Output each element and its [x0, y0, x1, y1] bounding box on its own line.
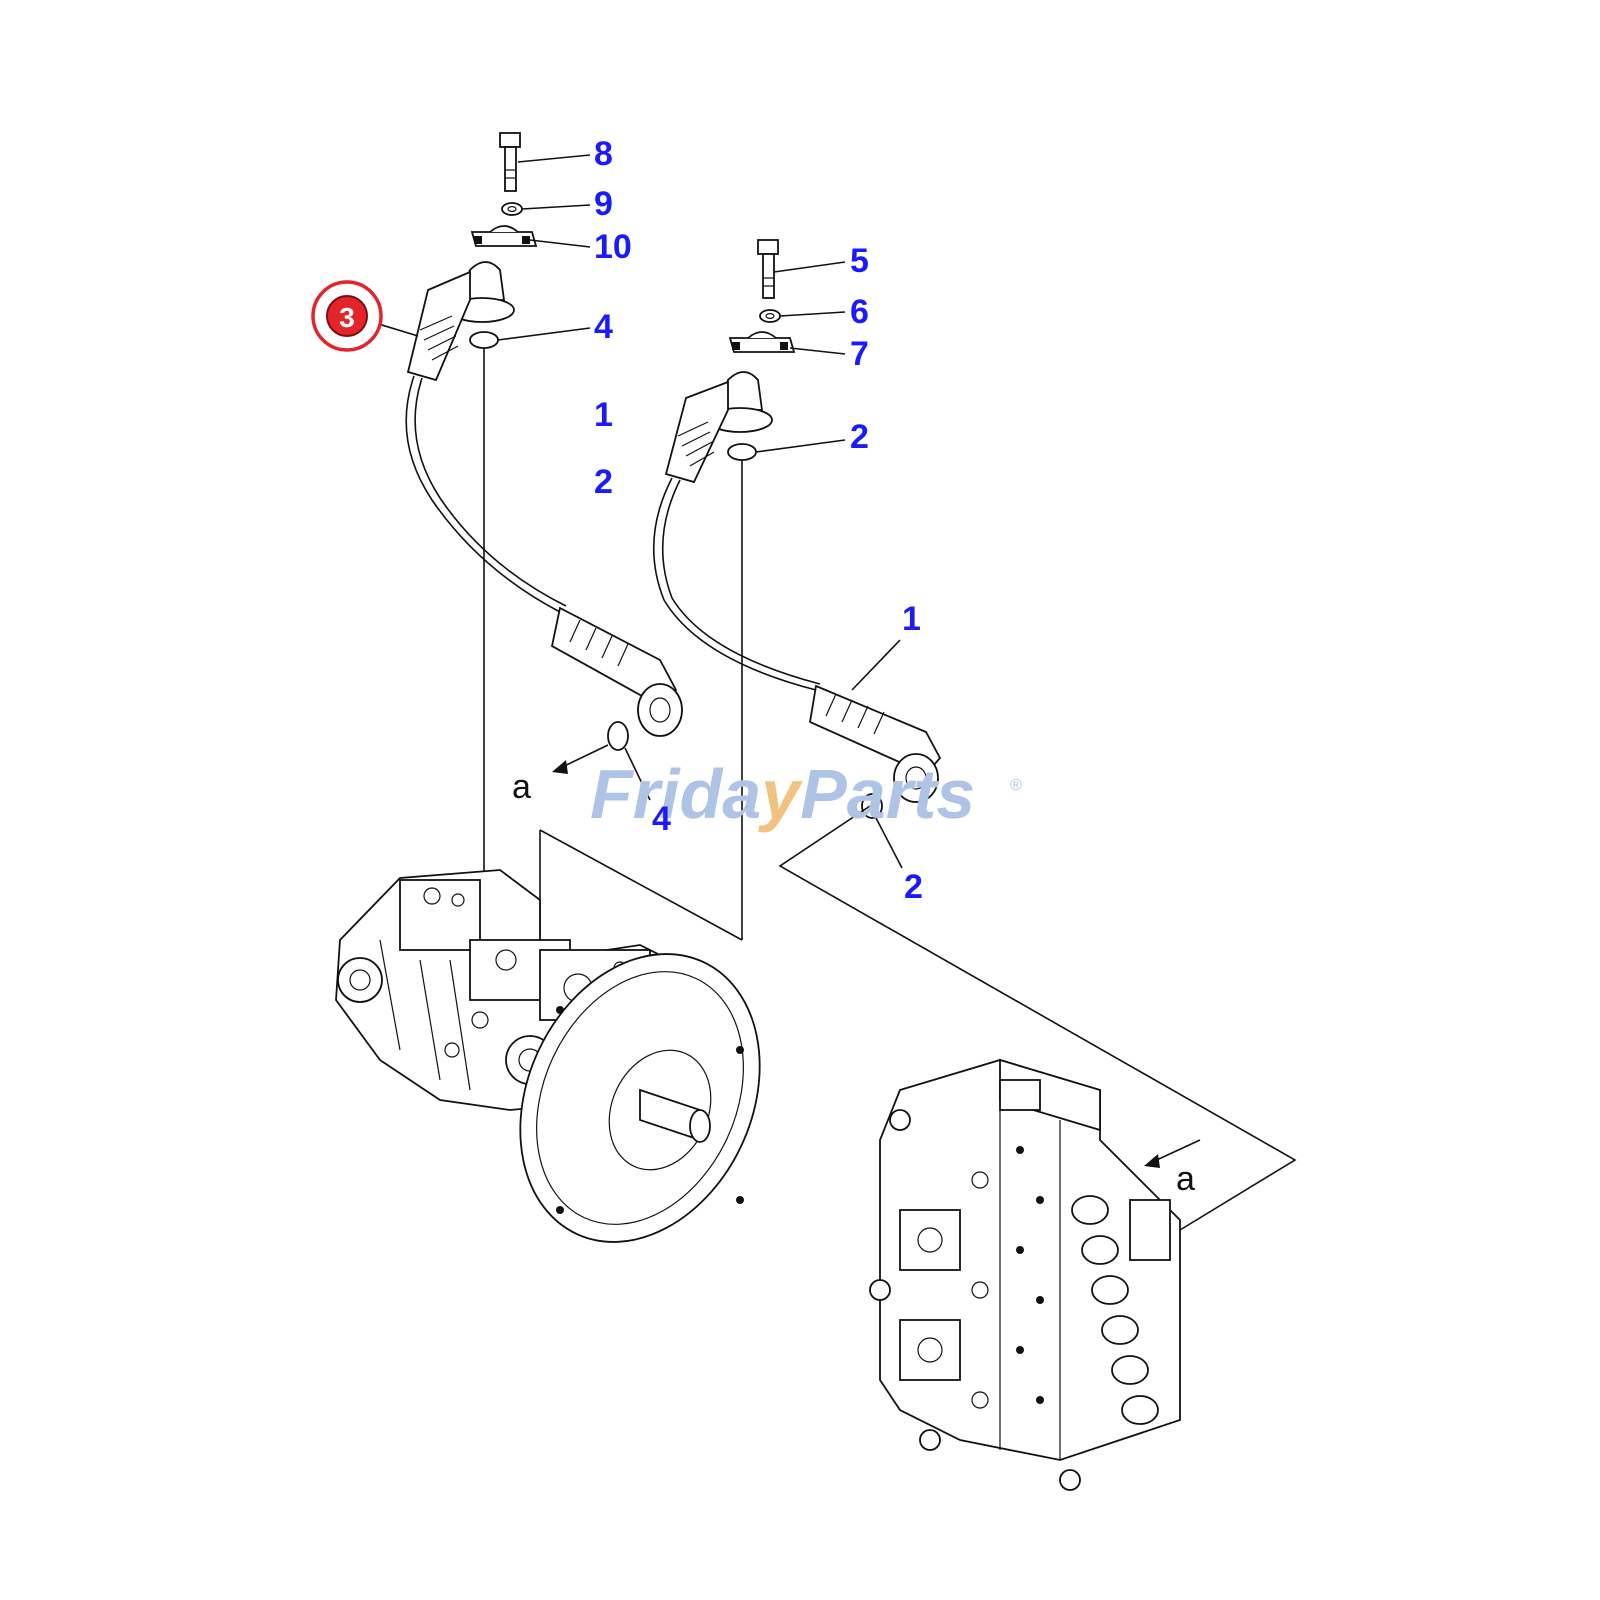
callout-4-bottom[interactable]: 4 — [652, 800, 671, 838]
o-ring-2-top — [727, 443, 757, 461]
watermark-logo: FridayParts ® — [590, 755, 1022, 833]
o-ring-4-bottom — [607, 721, 629, 751]
leader-8 — [517, 154, 591, 163]
leader-4-top — [497, 327, 591, 341]
callout-9[interactable]: 9 — [594, 185, 613, 223]
watermark-registered-mark: ® — [1010, 777, 1022, 794]
bolt-8 — [499, 132, 521, 192]
bolt-5 — [757, 239, 779, 299]
callout-6[interactable]: 6 — [850, 293, 869, 331]
callout-10[interactable]: 10 — [594, 228, 632, 266]
bracket-right — [778, 805, 1297, 1231]
leader-5 — [773, 261, 846, 273]
clamp-half-10 — [470, 225, 538, 247]
callout-1-mid[interactable]: 1 — [594, 396, 613, 434]
leader-1-right — [851, 639, 901, 691]
callout-4-top[interactable]: 4 — [594, 308, 613, 346]
hydraulic-pump — [335, 869, 761, 1243]
watermark-part1: Frida — [590, 755, 761, 833]
highlighted-callout-3[interactable]: 3 — [311, 280, 383, 352]
arrow-a-right — [1144, 1139, 1201, 1168]
control-valve — [869, 1058, 1181, 1491]
callout-2-mid[interactable]: 2 — [594, 463, 613, 501]
leader-6 — [779, 311, 846, 317]
bracket-left — [539, 829, 743, 941]
hose-3-lower-fitting — [550, 606, 683, 737]
hose-3-upper-fitting — [406, 261, 515, 382]
washer-6 — [759, 309, 781, 323]
callout-3-label: 3 — [339, 302, 355, 333]
hose-1-lower-fitting — [808, 684, 942, 803]
arrow-a-left — [552, 744, 609, 774]
watermark-part3: Parts — [800, 755, 975, 833]
callout-5[interactable]: 5 — [850, 242, 869, 280]
callout-2-right[interactable]: 2 — [850, 418, 869, 456]
hose-3-line — [405, 375, 561, 613]
leader-2-right — [755, 439, 846, 453]
washer-9 — [501, 202, 523, 216]
hose-1-line-b — [661, 479, 821, 685]
leader-9 — [521, 204, 591, 210]
hose-1-line — [652, 477, 817, 691]
hose-1-upper-fitting — [664, 371, 773, 484]
leader-4-bottom — [624, 747, 651, 801]
leader-7 — [789, 347, 846, 355]
svg-text:FridayParts: FridayParts — [590, 755, 975, 833]
view-ref-a-right: a — [1176, 1160, 1195, 1198]
o-ring-4-top — [469, 331, 499, 349]
clamp-half-7 — [728, 331, 796, 353]
hose-3-line-b — [414, 377, 567, 607]
callout-8[interactable]: 8 — [594, 135, 613, 173]
watermark-part2: y — [758, 755, 803, 833]
callout-2-bottom[interactable]: 2 — [904, 868, 923, 906]
callout-1-right[interactable]: 1 — [902, 600, 921, 638]
callout-7[interactable]: 7 — [850, 335, 869, 373]
o-ring-2-bottom — [861, 793, 883, 819]
leader-10 — [529, 239, 591, 248]
view-ref-a-left: a — [512, 768, 531, 806]
leader-2-bottom — [875, 817, 903, 869]
